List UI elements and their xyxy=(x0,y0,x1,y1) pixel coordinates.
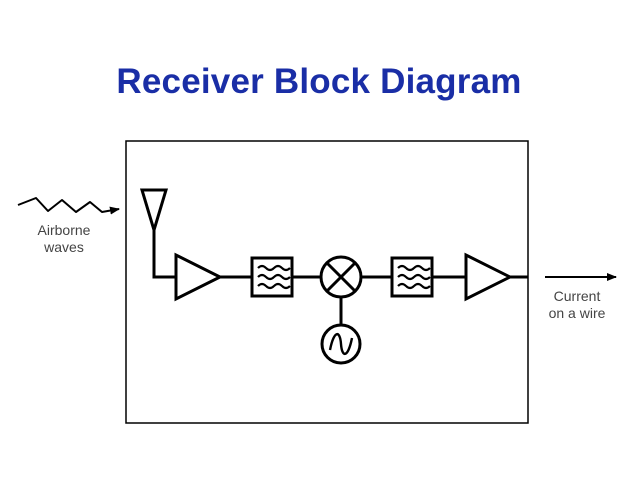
input-label-line1: Airborne xyxy=(37,222,91,238)
output-label-line1: Current xyxy=(553,288,601,304)
mixer-icon xyxy=(319,255,363,299)
amplifier-icon xyxy=(174,252,224,302)
oscillator-icon xyxy=(320,323,362,365)
filter-icon xyxy=(250,256,294,298)
airborne-waves-arrow xyxy=(17,197,120,215)
diagram-title: Receiver Block Diagram xyxy=(116,62,522,101)
output-label-line2: on a wire xyxy=(548,305,606,321)
input-label: Airborne waves xyxy=(20,222,108,256)
output-label: Current on a wire xyxy=(532,288,622,322)
filter-icon xyxy=(390,256,434,298)
input-label-line2: waves xyxy=(44,239,84,255)
receiver-enclosure xyxy=(125,140,529,424)
amplifier-icon xyxy=(464,252,514,302)
antenna-icon xyxy=(139,188,175,279)
